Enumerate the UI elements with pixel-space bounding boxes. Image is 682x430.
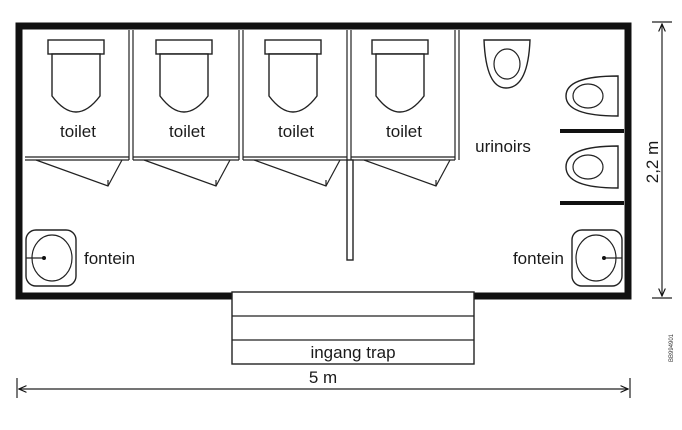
stairs-label: ingang trap (310, 343, 395, 362)
toilet-label-1: toilet (60, 122, 96, 141)
urinal-fixture-top (483, 39, 531, 89)
sink-fixture-right (571, 229, 623, 287)
drawing-code: BB994901 (669, 333, 675, 362)
urinal-dividers (560, 129, 624, 205)
urinal-fixture-right-2 (565, 145, 619, 189)
width-dimension-label: 5 m (309, 368, 337, 387)
toilet-label-3: toilet (278, 122, 314, 141)
urinals-label: urinoirs (475, 137, 531, 156)
height-dimension-label: 2,2 m (643, 141, 662, 184)
stall-doors (35, 159, 451, 187)
urinal-fixture-right-1 (565, 75, 619, 117)
sink-fixture-left (25, 229, 77, 287)
sink-label-right: fontein (513, 249, 564, 268)
entrance-stairs (231, 291, 475, 365)
width-dimension-line (16, 378, 631, 398)
sink-label-left: fontein (84, 249, 135, 268)
toilet-fixture-3 (264, 39, 322, 113)
toilet-fixture-1 (47, 39, 105, 113)
toilet-label-4: toilet (386, 122, 422, 141)
toilet-fixture-4 (371, 39, 429, 113)
height-dimension-line (652, 21, 672, 299)
toilet-fixture-2 (155, 39, 213, 113)
stall-partitions (25, 30, 460, 261)
toilet-label-2: toilet (169, 122, 205, 141)
